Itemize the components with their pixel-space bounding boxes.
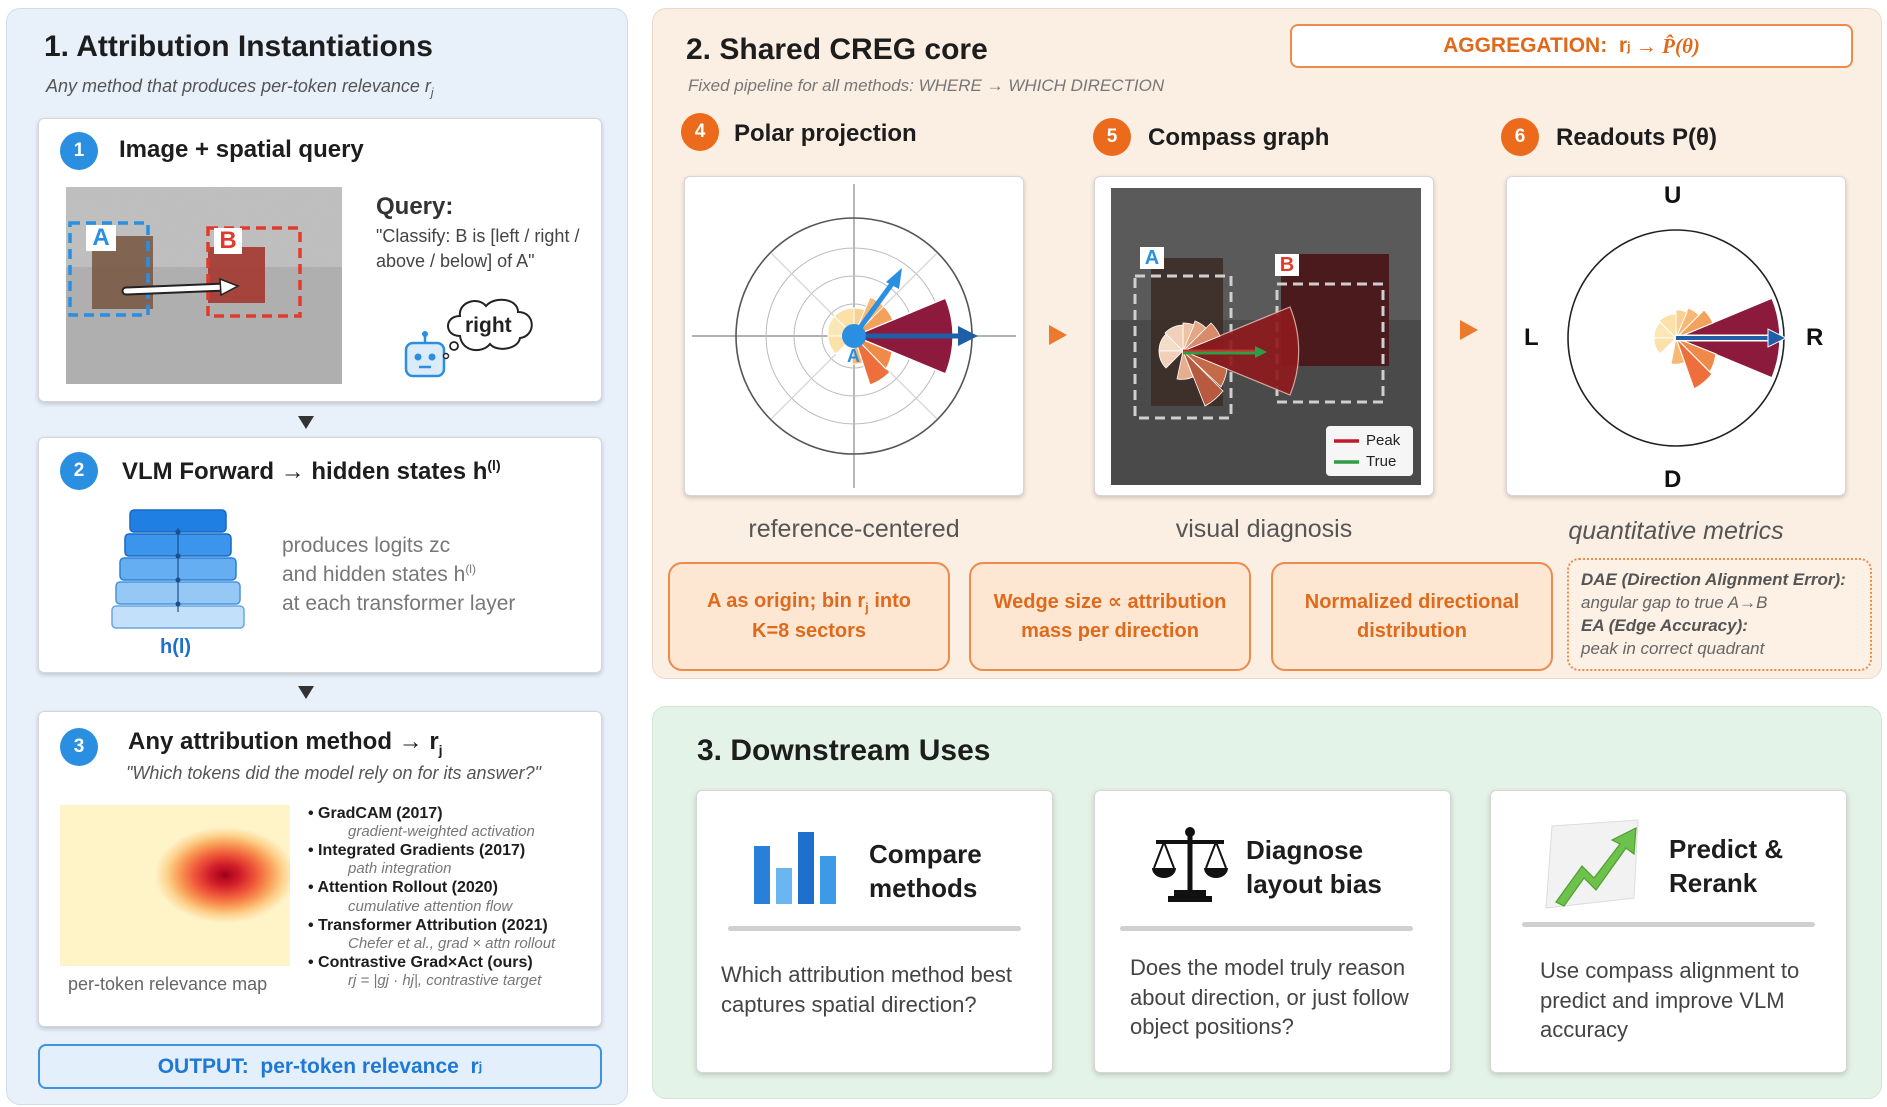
- compare-methods-title: Compare methods: [869, 839, 982, 903]
- bar-chart-icon: [754, 832, 836, 904]
- diagnose-bias-title: Diagnose layout bias: [1246, 835, 1382, 899]
- flow-arrow-3: [1049, 325, 1067, 345]
- wedge-size-box: Wedge size ∝ attribution mass per direct…: [969, 562, 1251, 671]
- flow-arrow-1: [298, 416, 314, 429]
- predict-rerank-title: Predict & Rerank: [1669, 834, 1784, 898]
- diagnose-bias-card: [1094, 790, 1451, 1073]
- compare-methods-card: [696, 790, 1053, 1073]
- ea-title: EA (Edge Accuracy):: [1581, 616, 1748, 636]
- method-item: • GradCAM (2017): [308, 805, 443, 822]
- object-b: [208, 247, 265, 303]
- sector-binning-box: A as origin; bin rj into K=8 sectors: [668, 562, 950, 671]
- diagnose-bias-text: Does the model truly reason about direct…: [1130, 955, 1409, 1040]
- step6-title: Readouts P(θ): [1556, 124, 1717, 151]
- step6-badge: 6: [1501, 118, 1539, 156]
- step6-caption: quantitative metrics: [1568, 517, 1784, 545]
- compare-methods-text: Which attribution method best captures s…: [721, 962, 1013, 1017]
- step4-badge: 4: [681, 113, 719, 151]
- step4-caption: reference-centered: [748, 515, 960, 543]
- scales-icon: [1152, 827, 1228, 902]
- predict-rerank-card: [1490, 790, 1847, 1073]
- relevance-heatmap: [60, 805, 290, 966]
- query-text: "Classify: B is [left / right / above / …: [376, 226, 580, 272]
- transformer-stack-icon: [111, 509, 245, 629]
- ea-desc: peak in correct quadrant: [1581, 639, 1765, 659]
- flow-arrow-2: [298, 686, 314, 699]
- section1-subtitle: Any method that produces per-token relev…: [46, 76, 434, 100]
- step5-caption: visual diagnosis: [1175, 515, 1353, 543]
- method-note: rj = |gj · hj|, contrastive target: [348, 971, 542, 989]
- scene-svg: [66, 187, 342, 384]
- compass-graph-plot: [1111, 188, 1421, 485]
- method-item: • Integrated Gradients (2017): [308, 842, 526, 860]
- card-divider: [1120, 926, 1413, 931]
- section3-title: 3. Downstream Uses: [697, 734, 991, 767]
- step3-question: "Which tokens did the model rely on for …: [126, 763, 541, 783]
- dir-left: L: [1524, 324, 1539, 351]
- legend-true-label: True: [1366, 453, 1397, 470]
- step2-description: produces logits zc and hidden states h(l…: [282, 534, 516, 615]
- dae-desc: angular gap to true A→B: [1581, 593, 1768, 613]
- readouts-plot: [1567, 229, 1788, 447]
- step4-title: Polar projection: [734, 120, 917, 147]
- query-label: Query:: [376, 193, 454, 220]
- compass-label-b: B: [1275, 254, 1299, 276]
- step2-badge: 2: [60, 452, 98, 490]
- method-item: • Transformer Attribution (2021): [308, 916, 548, 934]
- step1-title: Image + spatial query: [119, 136, 364, 163]
- normalized-distribution-box: Normalized directional distribution: [1271, 562, 1553, 671]
- methods-list: • GradCAM (2017) gradient-weighted activ…: [308, 804, 555, 990]
- step3-title: Any attribution method → rj: [128, 728, 443, 758]
- polar-projection-plot: [692, 184, 1016, 488]
- method-note: Chefer et al., grad × attn rollout: [348, 934, 556, 952]
- card-divider: [1522, 922, 1815, 927]
- dir-right: R: [1806, 324, 1824, 351]
- polar-origin-label: A: [847, 346, 860, 366]
- compass-label-a: A: [1140, 247, 1164, 269]
- section2-subtitle: Fixed pipeline for all methods: WHERE → …: [688, 76, 1165, 95]
- dir-down: D: [1664, 466, 1682, 493]
- step5-title: Compass graph: [1148, 124, 1330, 151]
- step1-badge: 1: [60, 132, 98, 170]
- robot-icon: [404, 331, 446, 378]
- dae-title: DAE (Direction Alignment Error):: [1581, 570, 1846, 589]
- heatmap-caption: per-token relevance map: [68, 974, 268, 994]
- metrics-box: DAE (Direction Alignment Error): angular…: [1567, 558, 1872, 671]
- step2-title: VLM Forward → hidden states h(l): [122, 457, 501, 485]
- trend-up-icon: [1545, 819, 1639, 909]
- box-a-label: A: [86, 225, 116, 251]
- section1-title: 1. Attribution Instantiations: [44, 30, 433, 63]
- scene-image: [66, 187, 342, 384]
- stack-label: h(l): [160, 636, 192, 658]
- method-note: path integration: [348, 860, 452, 878]
- bubble-text: right: [465, 314, 512, 337]
- thought-bubble: [442, 298, 533, 360]
- method-note: cumulative attention flow: [348, 897, 513, 915]
- method-note: gradient-weighted activation: [348, 823, 535, 841]
- predict-rerank-text: Use compass alignment to predict and imp…: [1540, 958, 1800, 1043]
- section2-title: 2. Shared CREG core: [686, 33, 988, 66]
- dir-up: U: [1664, 182, 1682, 209]
- box-b-outline: [206, 226, 302, 318]
- legend-peak-label: Peak: [1366, 432, 1401, 449]
- box-a-outline: [68, 221, 150, 317]
- card-divider: [728, 926, 1021, 931]
- step3-badge: 3: [60, 728, 98, 766]
- method-item: • Attention Rollout (2020): [308, 879, 498, 897]
- box-b-label: B: [214, 228, 242, 254]
- step5-badge: 5: [1093, 118, 1131, 156]
- method-item: • Contrastive Grad×Act (ours): [308, 953, 533, 971]
- flow-arrow-4: [1460, 320, 1478, 340]
